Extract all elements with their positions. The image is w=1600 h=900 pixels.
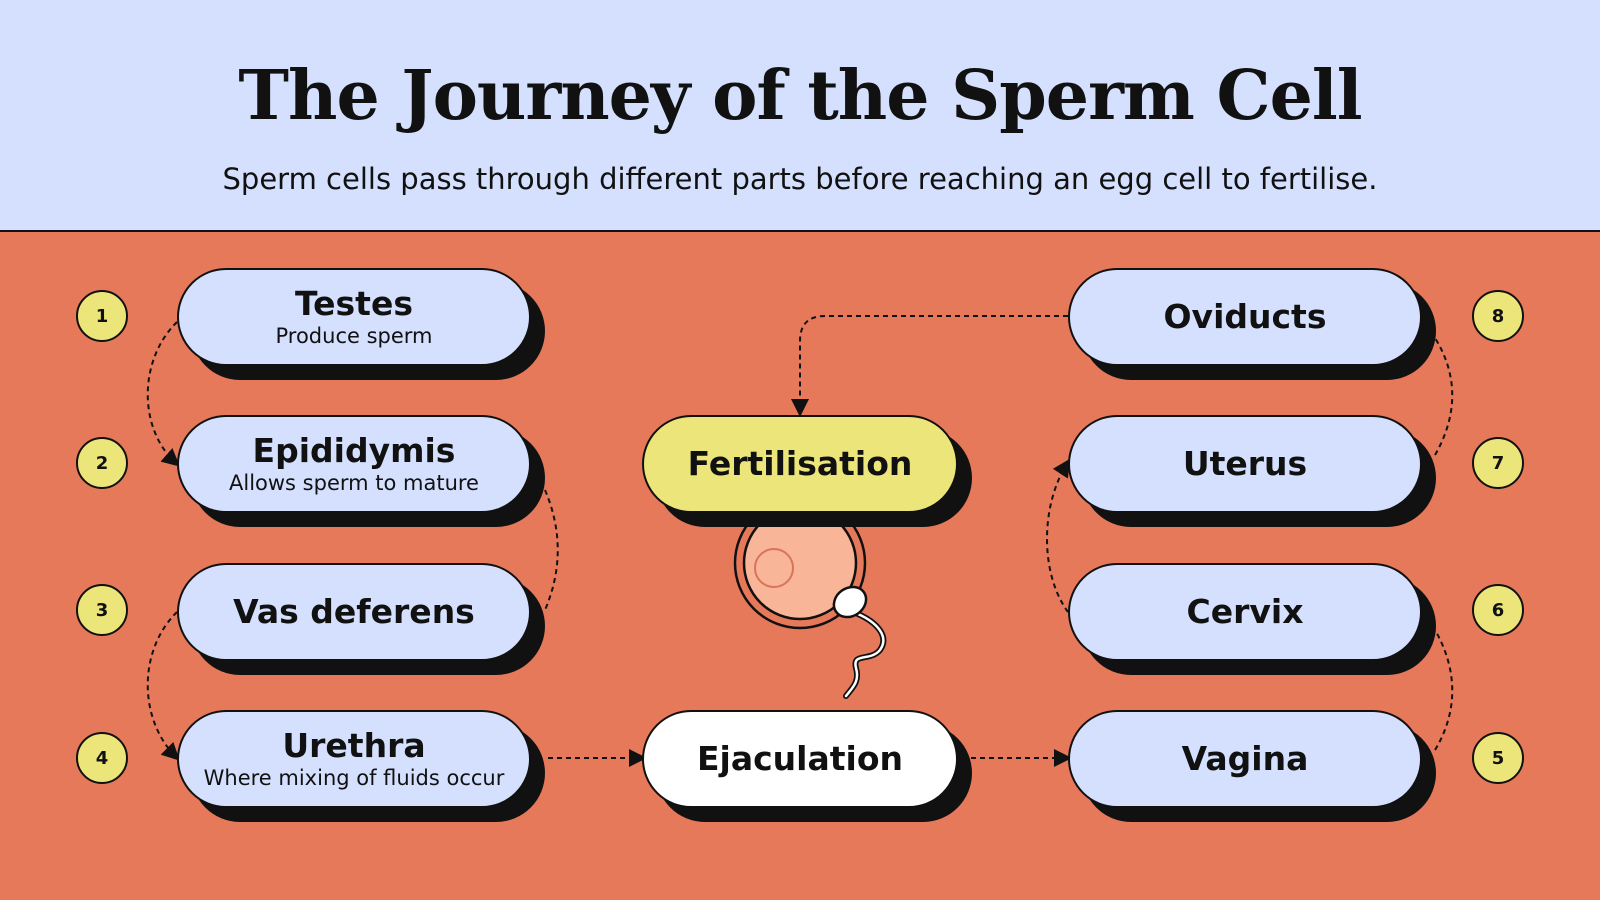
stage-name: Cervix <box>1186 592 1304 632</box>
stage-uterus: Uterus <box>1068 415 1422 513</box>
event-fertilisation: Fertilisation <box>642 415 958 513</box>
stage-description: Produce sperm <box>275 323 433 348</box>
connector-uterus-oviducts <box>1434 337 1454 456</box>
stage-name: Testes <box>295 283 413 323</box>
stage-name: Oviducts <box>1163 297 1327 337</box>
step-number-badge: 1 <box>76 290 128 342</box>
stage-description: Where mixing of fluids occur <box>203 765 505 790</box>
stage-name: Epididymis <box>252 430 456 470</box>
page-title: The Journey of the Sperm Cell <box>238 56 1362 136</box>
step-number-badge: 6 <box>1472 584 1524 636</box>
stage-vas-deferens: Vas deferens <box>177 563 531 661</box>
stage-cervix: Cervix <box>1068 563 1422 661</box>
stage-name: Vas deferens <box>233 592 475 632</box>
step-number-badge: 4 <box>76 732 128 784</box>
stage-description: Allows sperm to mature <box>229 470 479 495</box>
connector-vasdeferens-urethra <box>146 611 180 761</box>
egg-cell-illustration <box>733 496 867 630</box>
header-banner: The Journey of the Sperm Cell Sperm cell… <box>0 0 1600 232</box>
event-ejaculation: Ejaculation <box>642 710 958 808</box>
connector-oviducts-fertilisation <box>791 315 1068 417</box>
stage-vagina: Vagina <box>1068 710 1422 808</box>
connector-cervix-uterus <box>1046 458 1071 613</box>
sperm-cell-illustration <box>832 585 887 699</box>
step-number-badge: 8 <box>1472 290 1524 342</box>
step-number-badge: 7 <box>1472 437 1524 489</box>
step-number-badge: 3 <box>76 584 128 636</box>
page-subtitle: Sperm cells pass through different parts… <box>222 162 1378 196</box>
step-number-badge: 5 <box>1472 732 1524 784</box>
event-name: Ejaculation <box>696 739 903 779</box>
event-name: Fertilisation <box>687 444 913 484</box>
stage-oviducts: Oviducts <box>1068 268 1422 366</box>
stage-name: Vagina <box>1181 739 1309 779</box>
stage-testes: Testes Produce sperm <box>177 268 531 366</box>
stage-name: Urethra <box>282 725 426 765</box>
stage-name: Uterus <box>1182 444 1308 484</box>
step-number-badge: 2 <box>76 437 128 489</box>
stage-epididymis: Epididymis Allows sperm to mature <box>177 415 531 513</box>
connector-testes-epididymis <box>146 321 181 467</box>
connector-vagina-cervix <box>1434 629 1454 751</box>
connector-epididymis-vasdeferens <box>544 489 559 611</box>
stage-urethra: Urethra Where mixing of fluids occur <box>177 710 531 808</box>
